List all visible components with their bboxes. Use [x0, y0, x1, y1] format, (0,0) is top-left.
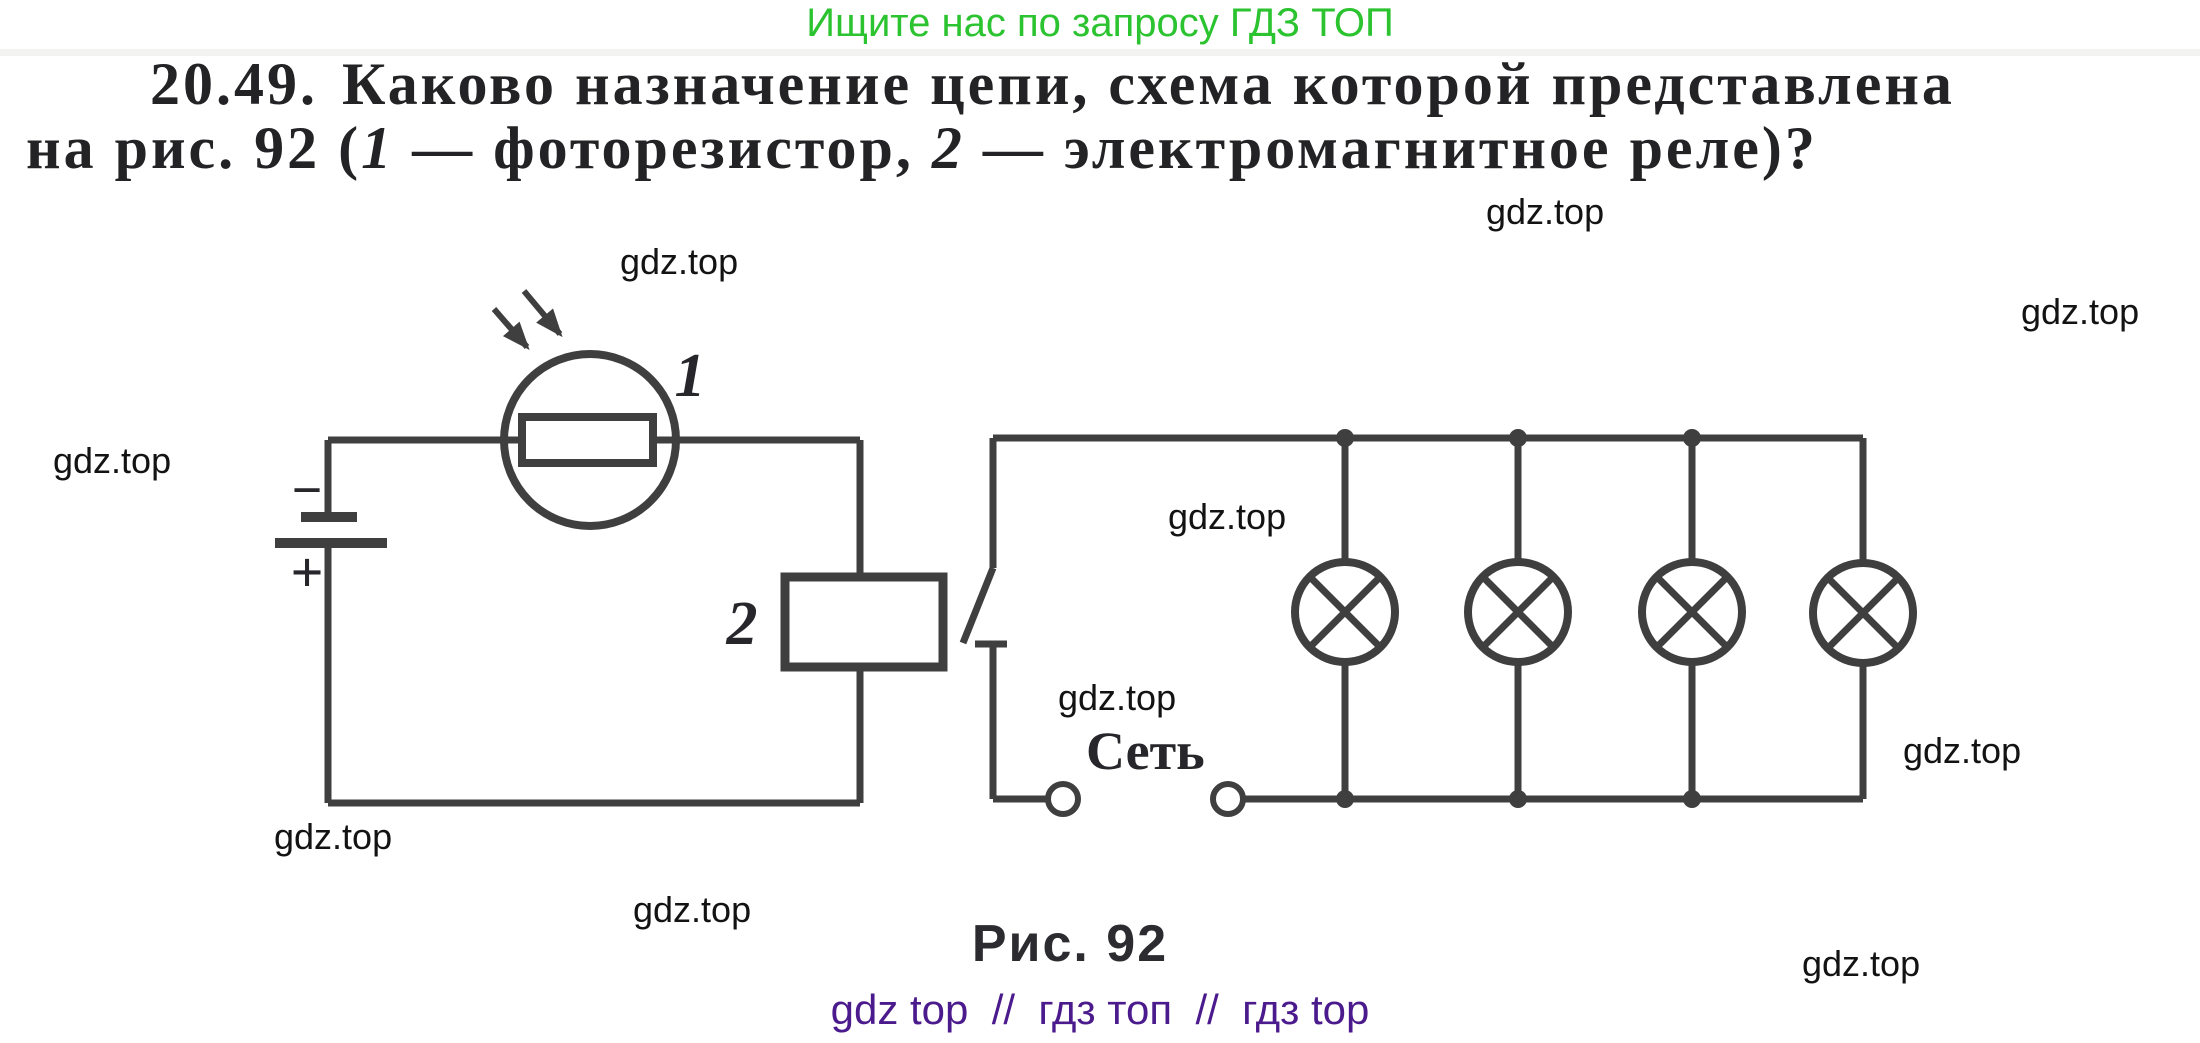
lamp-cross-icon [1480, 574, 1556, 650]
switch-moving-arm [959, 566, 997, 645]
junction-dot [1509, 429, 1527, 447]
watermark: gdz.top [53, 440, 172, 481]
mains-terminal-left [1045, 781, 1081, 817]
watermark: gdz.top [274, 816, 393, 857]
figure-caption: Рис. 92 [971, 915, 1169, 973]
junction-dot [1336, 429, 1354, 447]
junction-dot [1336, 790, 1354, 808]
watermark: gdz.top [2021, 291, 2140, 332]
lamp-symbol [1809, 559, 1917, 667]
mains-label: Сеть [1086, 721, 1205, 781]
relay-contact-switch [959, 438, 1007, 799]
promo-banner: Ищите нас по запросу ГДЗ ТОП [806, 1, 1394, 45]
watermark: gdz.top [1168, 496, 1287, 537]
light-arrow-icon [491, 307, 530, 351]
ref-number-1: 1 [361, 115, 395, 181]
watermark: gdz.top [1058, 677, 1177, 718]
mains-terminals: Сеть [1045, 721, 1246, 817]
scan-page-edge [0, 49, 2200, 56]
photoresistor-symbol: 1 [491, 289, 706, 530]
relay-number: 2 [726, 590, 758, 658]
light-arrow-icon [521, 289, 563, 338]
relay-coil-symbol: 2 [726, 572, 948, 672]
junction-dot [1509, 790, 1527, 808]
battery-plus-label: + [290, 540, 323, 605]
relay-coil-body [780, 572, 948, 672]
lamp-symbol [1464, 429, 1572, 808]
mains-terminal-right [1210, 781, 1246, 817]
lamp-circle [1809, 559, 1917, 667]
problem-line-2: на рис. 92 (1 — фоторезистор, 2 — электр… [26, 114, 1818, 183]
battery-minus-label: − [292, 460, 323, 520]
control-loop-wires [324, 436, 864, 807]
problem-text-2b: — фоторезистор, [394, 115, 932, 181]
lamp-cross-icon [1307, 574, 1383, 650]
watermark: gdz.top [1802, 943, 1921, 984]
problem-text-1: Каково назначение цепи, схема которой пр… [342, 51, 1955, 117]
problem-text-2a: на рис. 92 ( [26, 115, 362, 181]
photoresistor-circle [500, 350, 680, 530]
footer-watermark-line: gdz top // гдз топ // гдз top [830, 986, 1370, 1033]
watermark: gdz.top [620, 241, 739, 282]
lamp-circle [1291, 558, 1399, 666]
lamp-circle [1464, 558, 1572, 666]
watermark: gdz.top [1903, 730, 2022, 771]
problem-text-2c: — электромагнитное реле)? [964, 115, 1818, 181]
lamp-symbol [1291, 429, 1399, 808]
junction-dot [1683, 790, 1701, 808]
watermark: gdz.top [633, 889, 752, 930]
lamp-symbol [1638, 429, 1746, 808]
problem-line-1: 20.49. Каково назначение цепи, схема кото… [150, 50, 1955, 119]
junction-dot [1683, 429, 1701, 447]
photoresistor-number: 1 [675, 342, 706, 410]
problem-number: 20.49. [150, 51, 318, 117]
ref-number-2: 2 [931, 115, 965, 181]
lamp-circle [1638, 558, 1746, 666]
lamp-cross-icon [1654, 574, 1730, 650]
watermark: gdz.top [1486, 191, 1605, 232]
battery-symbol: − + [275, 460, 387, 605]
lamp-cross-icon [1825, 575, 1901, 651]
photoresistor-body [518, 413, 657, 467]
